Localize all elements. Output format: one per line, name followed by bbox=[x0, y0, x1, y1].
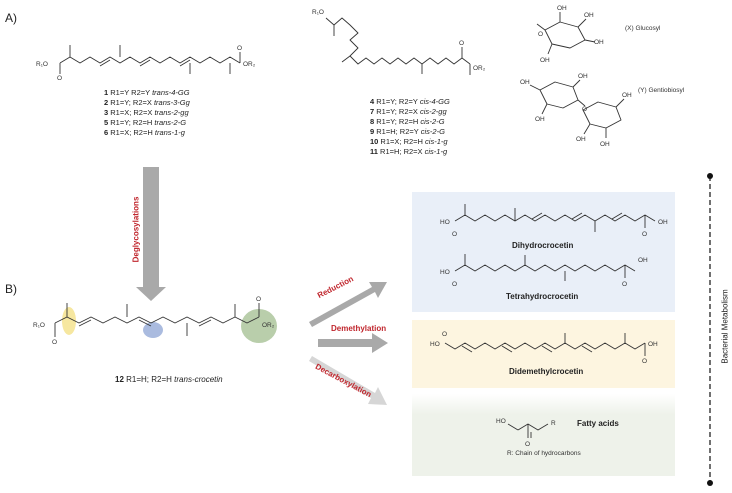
decarboxylation-arrow bbox=[309, 356, 387, 405]
atom-o-cis: O bbox=[459, 40, 464, 47]
atom-oh-gentio-4: OH bbox=[622, 92, 632, 99]
atom-o-didemethyl-left: O bbox=[442, 331, 447, 338]
trans-compound-2: 2 R1=Y; R2=X trans-3-Gg bbox=[104, 98, 190, 107]
fatty-acids-label: Fatty acids bbox=[577, 419, 619, 428]
deglycosylation-arrow-head bbox=[136, 287, 166, 301]
atom-or2-cis: OR₂ bbox=[473, 65, 486, 72]
atom-o-gentio-link: O bbox=[582, 106, 587, 113]
cis-compound-11: 11 R1=H; R2=X cis-1-g bbox=[370, 147, 448, 156]
atom-r1o-cis: R₁O bbox=[312, 9, 324, 16]
dihydro-chain bbox=[454, 214, 656, 222]
demethylation-arrow bbox=[318, 333, 388, 353]
dihydrocrocetin-label: Dihydrocrocetin bbox=[512, 241, 574, 250]
atom-o-didemethyl-right: O bbox=[642, 358, 647, 365]
crocetin-chain bbox=[54, 316, 260, 324]
atom-oh-gentio-1: OH bbox=[520, 79, 530, 86]
decarboxylation-product-box bbox=[412, 394, 675, 476]
trans-compound-3: 3 R1=X; R2=X trans-2-gg bbox=[104, 108, 189, 117]
atom-o-dihydro-right: O bbox=[642, 231, 647, 238]
atom-oh-gentio-6: OH bbox=[576, 136, 586, 143]
gentiobiosyl-ring-2 bbox=[582, 101, 622, 129]
atom-oh-gentio-3: OH bbox=[535, 116, 545, 123]
atom-or2-crocetin: OR₂ bbox=[262, 322, 275, 329]
atom-r-fatty: R bbox=[551, 420, 556, 427]
atom-ho-tetrahydro: HO bbox=[440, 269, 450, 276]
atom-oh-gentio-5: OH bbox=[600, 141, 610, 148]
atom-oh-gentio-2: OH bbox=[578, 73, 588, 80]
cis-compound-7: 7 R1=Y; R2=X cis-2-gg bbox=[370, 107, 447, 116]
section-label-a: A) bbox=[5, 11, 17, 25]
demethylation-product-box bbox=[412, 320, 675, 388]
atom-oh-tetrahydro: OH bbox=[638, 257, 648, 264]
atom-o-crocetin-left: O bbox=[52, 339, 57, 346]
trans-ester-chain bbox=[59, 56, 241, 64]
section-label-b: B) bbox=[5, 282, 17, 296]
atom-r1o-trans: R₁O bbox=[36, 61, 48, 68]
trans-compound-list: 1 R1=Y R2=Y trans-4-GG 2 R1=Y; R2=X tran… bbox=[104, 88, 190, 138]
cis-compound-9: 9 R1=H; R2=Y cis-2-G bbox=[370, 127, 445, 136]
trans-compound-5: 5 R1=Y; R2=H trans-2-G bbox=[104, 118, 187, 127]
tetrahydro-chain bbox=[454, 264, 636, 272]
bacterial-metabolism-label: Bacterial Metabolism bbox=[720, 289, 730, 364]
atom-o-glucosyl-ring: O bbox=[538, 31, 543, 38]
atom-o-trans-right: O bbox=[237, 45, 242, 52]
atom-oh-glucosyl-2: OH bbox=[584, 12, 594, 19]
atom-o-dihydro-left: O bbox=[452, 231, 457, 238]
timeline-start-dot bbox=[707, 173, 713, 179]
atom-oh-glucosyl-3: OH bbox=[594, 39, 604, 46]
cis-compound-10: 10 R1=X; R2=H cis-1-g bbox=[370, 137, 448, 146]
reduction-products-box bbox=[412, 192, 675, 312]
atom-o-tetrahydro-left: O bbox=[452, 281, 457, 288]
timeline-end-dot bbox=[707, 480, 713, 486]
fatty-acids-note: R: Chain of hydrocarbons bbox=[507, 450, 581, 457]
fatty-acid-skeleton bbox=[517, 423, 549, 431]
atom-oh-glucosyl-4: OH bbox=[540, 57, 550, 64]
trans-compound-1: 1 R1=Y R2=Y trans-4-GG bbox=[104, 88, 190, 97]
gentiobiosyl-ring-1 bbox=[539, 81, 579, 109]
atom-ho-dihydro: HO bbox=[440, 219, 450, 226]
atom-oh-didemethyl: OH bbox=[648, 341, 658, 348]
atom-or2-trans: OR₂ bbox=[243, 61, 256, 68]
atom-ho-didemethyl: HO bbox=[430, 341, 440, 348]
didemethyl-chain bbox=[444, 342, 646, 350]
atom-r1o-crocetin: R₁O bbox=[33, 322, 45, 329]
highlight-double-bond-blue bbox=[143, 322, 163, 338]
cis-compound-8: 8 R1=Y; R2=H cis-2-G bbox=[370, 117, 445, 126]
deglycosylations-label: Deglycosylations bbox=[131, 196, 141, 263]
cis-ester-chain bbox=[325, 17, 471, 65]
tetrahydrocrocetin-label: Tetrahydrocrocetin bbox=[506, 292, 579, 301]
didemethylcrocetin-label: Didemethylcrocetin bbox=[509, 367, 584, 376]
atom-o-tetrahydro-right: O bbox=[622, 281, 627, 288]
atom-o-trans-left: O bbox=[57, 75, 62, 82]
trans-compound-6: 6 R1=X; R2=H trans-1-g bbox=[104, 128, 185, 137]
highlight-methyl-yellow bbox=[62, 307, 76, 335]
demethylation-label: Demethylation bbox=[331, 324, 387, 333]
cis-compound-4: 4 R1=Y; R2=Y cis-4-GG bbox=[370, 97, 450, 106]
atom-o-crocetin-right: O bbox=[256, 296, 261, 303]
atom-oh-dihydro: OH bbox=[658, 219, 668, 226]
atom-ho-fatty: HO bbox=[496, 418, 506, 425]
crocetin-compound-label: 12 R1=H; R2=H trans-crocetin bbox=[115, 375, 223, 384]
reduction-arrow bbox=[309, 282, 387, 327]
cis-compound-list: 4 R1=Y; R2=Y cis-4-GG 7 R1=Y; R2=X cis-2… bbox=[370, 97, 450, 157]
highlight-carboxyl-green bbox=[241, 309, 277, 343]
gentiobiosyl-legend: (Y) Gentiobiosyl bbox=[638, 87, 685, 94]
atom-o-fatty: O bbox=[525, 441, 530, 448]
atom-oh-glucosyl-1: OH bbox=[557, 5, 567, 12]
deglycosylation-arrow-shaft bbox=[143, 167, 159, 287]
glucosyl-legend: (X) Glucosyl bbox=[625, 25, 661, 32]
